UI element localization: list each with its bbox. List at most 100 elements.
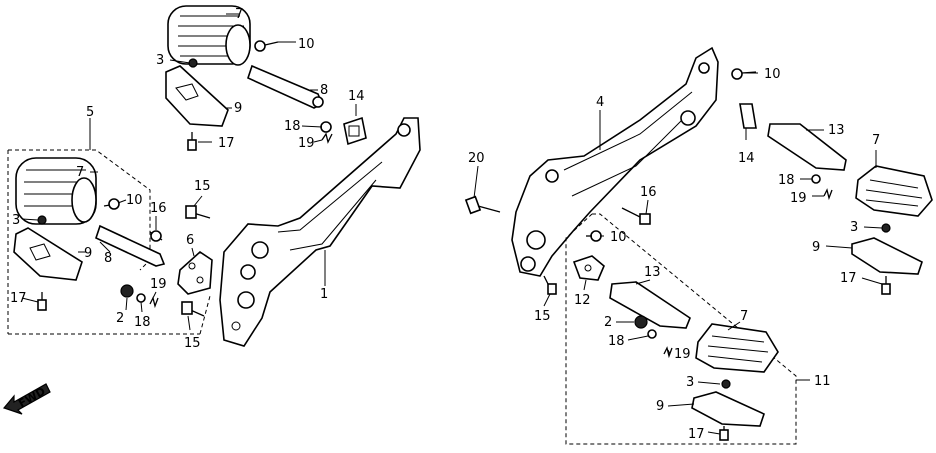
callout-8: 8 bbox=[320, 83, 328, 98]
pin-left bbox=[103, 198, 120, 210]
bushing-right bbox=[739, 103, 757, 129]
forward-direction-arrow: FWD bbox=[2, 383, 51, 415]
bolt-upper-left bbox=[187, 132, 197, 151]
callout-19: 19 bbox=[674, 347, 691, 362]
bolt-15-lower bbox=[181, 301, 205, 317]
main-step-holder-right bbox=[511, 46, 719, 277]
pin-right-upper bbox=[731, 68, 757, 80]
callout-1: 1 bbox=[320, 287, 328, 302]
fwd-label: FWD bbox=[16, 385, 47, 411]
callout-13: 13 bbox=[828, 123, 845, 138]
callout-17: 17 bbox=[218, 136, 235, 151]
footpeg-rubber-right-upper bbox=[855, 165, 933, 217]
callout-4: 4 bbox=[596, 95, 604, 110]
callout-7: 7 bbox=[235, 7, 243, 22]
callout-13: 13 bbox=[644, 265, 661, 280]
callout-18: 18 bbox=[134, 315, 151, 330]
callout-18: 18 bbox=[608, 334, 625, 349]
callout-18: 18 bbox=[778, 173, 795, 188]
bolt-16-left bbox=[149, 230, 163, 242]
callout-2: 2 bbox=[604, 315, 612, 330]
callout-6: 6 bbox=[186, 233, 194, 248]
callout-7: 7 bbox=[740, 309, 748, 324]
washer-icon bbox=[136, 293, 146, 303]
callout-15: 15 bbox=[534, 309, 551, 324]
callout-20: 20 bbox=[468, 151, 485, 166]
callout-7: 7 bbox=[76, 165, 84, 180]
shaft-upper-left bbox=[247, 64, 324, 109]
nut-icon bbox=[634, 315, 648, 329]
shaft-right-lower bbox=[609, 281, 691, 329]
callout-9: 9 bbox=[812, 240, 820, 255]
washer-icon bbox=[811, 174, 821, 184]
bolt-15-upper bbox=[185, 205, 211, 219]
shaft-left bbox=[95, 224, 166, 267]
bolt-15-right bbox=[543, 275, 557, 295]
callout-labels: 7 3 10 8 14 9 18 19 17 5 7 10 3 16 15 6 … bbox=[10, 7, 880, 442]
spring-icon bbox=[823, 188, 833, 201]
nut-icon bbox=[188, 58, 198, 68]
callout-10: 10 bbox=[764, 67, 781, 82]
callout-12: 12 bbox=[574, 293, 591, 308]
callout-5: 5 bbox=[86, 105, 94, 120]
bolt-20 bbox=[464, 195, 501, 215]
callout-2: 2 bbox=[116, 311, 124, 326]
callout-3: 3 bbox=[850, 220, 858, 235]
callout-18: 18 bbox=[284, 119, 301, 134]
callout-3: 3 bbox=[156, 53, 164, 68]
assembly-outline-11 bbox=[565, 213, 797, 445]
bolt-17-right-upper bbox=[881, 276, 891, 295]
footpeg-bracket-upper-left bbox=[165, 65, 229, 127]
footpeg-rubber-left bbox=[15, 157, 97, 225]
mount-bracket-left bbox=[177, 250, 213, 295]
bolt-17-left bbox=[37, 292, 47, 311]
callout-10: 10 bbox=[298, 37, 315, 52]
washer-icon bbox=[320, 121, 332, 133]
nut-icon bbox=[37, 215, 47, 225]
callout-3: 3 bbox=[686, 375, 694, 390]
callout-10: 10 bbox=[126, 193, 143, 208]
pin-upper-left bbox=[254, 40, 279, 52]
callout-17: 17 bbox=[840, 271, 857, 286]
callout-19: 19 bbox=[150, 277, 167, 292]
main-step-holder-left bbox=[219, 117, 421, 347]
mount-bracket-right bbox=[572, 255, 605, 281]
callout-19: 19 bbox=[298, 136, 315, 151]
bushing-upper-left bbox=[343, 116, 367, 146]
callout-14: 14 bbox=[738, 151, 755, 166]
nut-icon bbox=[721, 379, 731, 389]
callout-16: 16 bbox=[150, 201, 167, 216]
pin-right-lower bbox=[586, 230, 602, 242]
washer-icon bbox=[647, 329, 657, 339]
spring-icon bbox=[663, 346, 673, 359]
callout-19: 19 bbox=[790, 191, 807, 206]
spring-icon bbox=[149, 296, 159, 309]
spring-icon bbox=[321, 132, 333, 144]
callout-14: 14 bbox=[348, 89, 365, 104]
callout-9: 9 bbox=[234, 101, 242, 116]
footpeg-rubber-right-lower bbox=[695, 323, 779, 373]
assembly-outline-5 bbox=[8, 149, 151, 271]
callout-9: 9 bbox=[656, 399, 664, 414]
callout-3: 3 bbox=[12, 213, 20, 228]
footpeg-bracket-left bbox=[13, 227, 83, 281]
callout-17: 17 bbox=[688, 427, 705, 442]
footpeg-bracket-right-upper bbox=[851, 237, 923, 275]
callout-15: 15 bbox=[184, 336, 201, 351]
callout-10: 10 bbox=[610, 230, 627, 245]
footpeg-bracket-right-lower bbox=[691, 391, 765, 427]
callout-11: 11 bbox=[814, 374, 831, 389]
callout-8: 8 bbox=[104, 251, 112, 266]
callout-16: 16 bbox=[640, 185, 657, 200]
footpeg-rubber-upper-left bbox=[167, 5, 251, 66]
callout-7: 7 bbox=[872, 133, 880, 148]
shaft-right-upper bbox=[767, 123, 847, 171]
bolt-16-right bbox=[621, 207, 651, 225]
callout-15: 15 bbox=[194, 179, 211, 194]
nut-icon bbox=[120, 284, 134, 298]
callout-17: 17 bbox=[10, 291, 27, 306]
bolt-17-right-lower bbox=[719, 426, 729, 441]
nut-icon bbox=[881, 223, 891, 233]
